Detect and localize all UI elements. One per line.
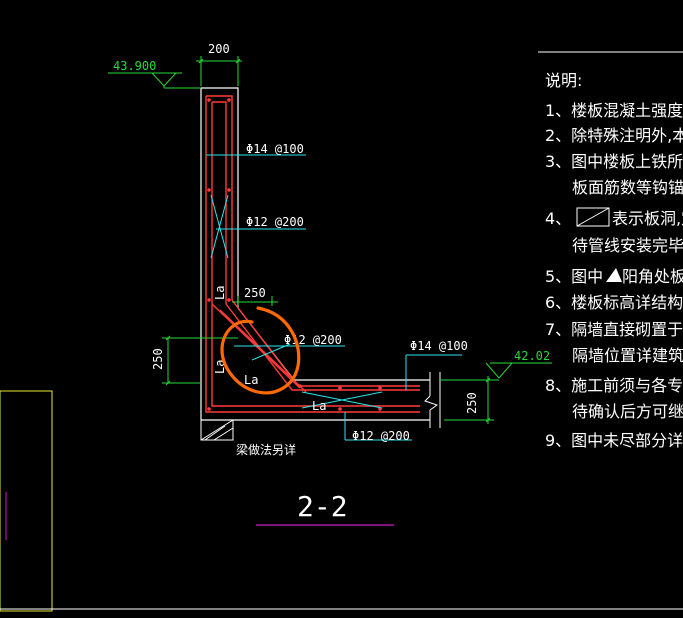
note-line-3-cont: 板面筋数等钩锚固,除非 (572, 178, 683, 197)
haunch-height-dimension: 250 (151, 348, 165, 370)
note-line-6: 6、楼板标高详结构层高表, (545, 293, 683, 312)
note-line-7-cont: 隔墙位置详建筑图纸; (572, 346, 683, 365)
elevation-marker-top (108, 72, 201, 89)
note-line-4-cont: 待管线安装完毕后用无 (572, 236, 683, 255)
anchorage-la-slab: La (312, 399, 326, 413)
note-line-8: 8、施工前须与各专业图纸核 (545, 376, 683, 395)
anchorage-la-wall: La (213, 286, 227, 300)
anchorage-la-corner: La (244, 373, 258, 387)
viewport-frame-border (0, 390, 53, 612)
note-line-1: 1、楼板混凝土强度等级:C (545, 101, 683, 120)
section-title: 2-2 (297, 490, 348, 523)
corner-triangle-icon (606, 268, 622, 282)
note-line-7: 7、隔墙直接砌置于楼板上时 (545, 320, 683, 339)
note-line-4-text: 表示板洞,定位 (612, 209, 683, 228)
elevation-top-label: 43.900 (113, 59, 156, 73)
leader-lines (206, 154, 462, 441)
note-line-9: 9、图中未尽部分详见现行标 (545, 431, 683, 450)
notes-title: 说明: (545, 71, 582, 90)
rebar-wall-distribution-label: Φ12 @200 (246, 215, 304, 229)
rebar-slab-top-label: Φ14 @100 (410, 339, 468, 353)
note-line-8-cont: 待确认后方可继续施工 (572, 402, 683, 421)
beam-hatch (200, 419, 234, 441)
section-outline (200, 87, 430, 421)
note-line-4-number: 4、 (545, 209, 571, 228)
markup-circle (220, 306, 301, 395)
note-line-5-number: 5、图中 (545, 267, 603, 286)
distribution-cross-marks (210, 194, 383, 409)
note-line-5-text: 阳角处板面布置 (622, 267, 683, 286)
slab-thickness-dimension: 250 (465, 392, 479, 414)
elevation-marker-right (440, 362, 552, 381)
note-line-2: 2、除特殊注明外,本层采用 (545, 126, 683, 145)
wall-width-dimension: 200 (208, 42, 230, 56)
beam-note-label: 梁做法另详 (236, 442, 296, 457)
rebar-wall-outer-label: Φ14 @100 (246, 142, 304, 156)
rebar-dots (207, 98, 382, 411)
note-line-3: 3、图中楼板上铁所注钢筋 (545, 152, 683, 171)
break-line (424, 372, 441, 428)
opening-symbol-icon (576, 207, 610, 227)
rebar-slab-bottom-label: Φ12 @200 (352, 429, 410, 443)
elevation-right-label: 42.02 (514, 349, 550, 363)
haunch-width-dimension: 250 (244, 286, 266, 300)
